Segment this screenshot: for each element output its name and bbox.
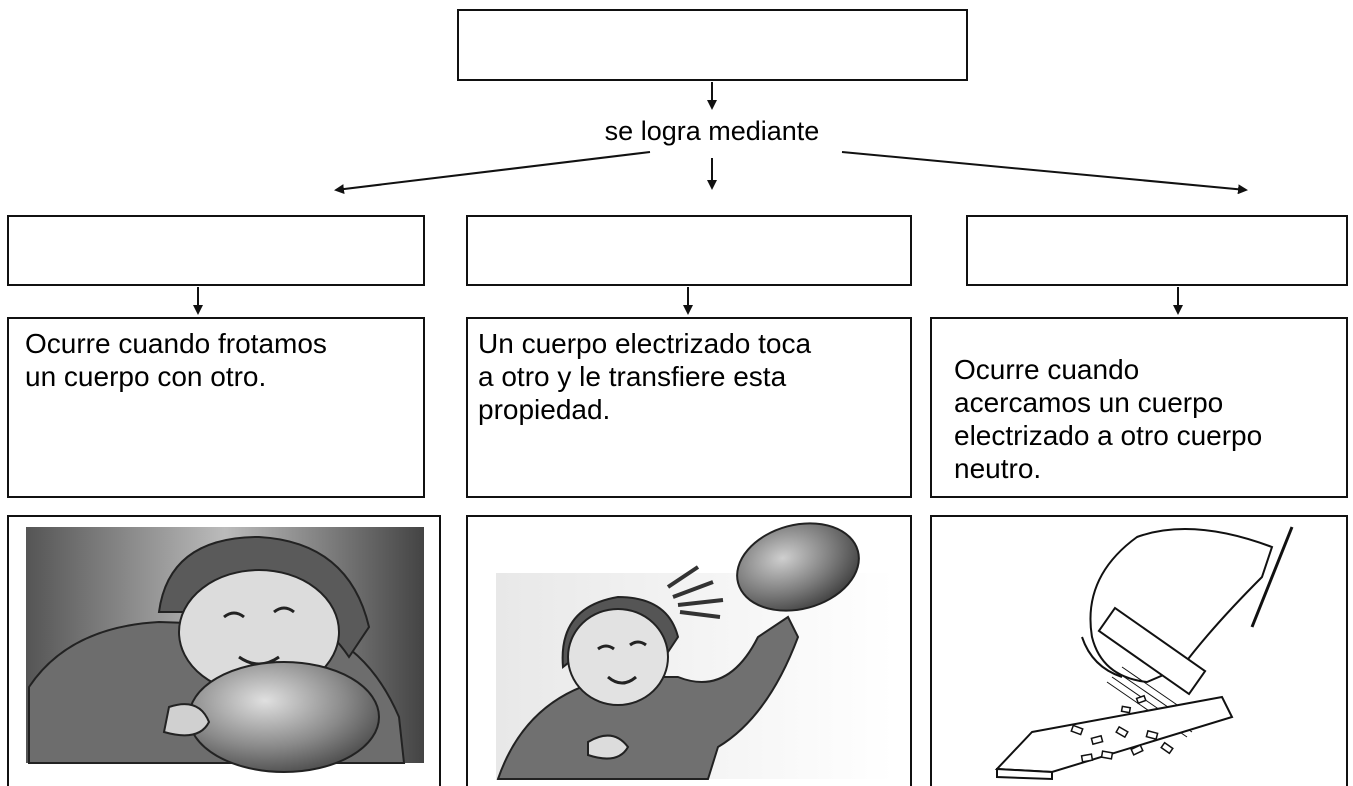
illustration-box-left xyxy=(7,515,441,786)
illustration-box-center xyxy=(466,515,912,786)
method-name-box-center[interactable] xyxy=(466,215,912,286)
arrow-to-left xyxy=(334,151,651,195)
hand-brush-paper-bits-icon xyxy=(994,526,1294,781)
method-name-box-right[interactable] xyxy=(966,215,1348,286)
connector-label: se logra mediante xyxy=(604,116,820,146)
concept-box-top[interactable] xyxy=(457,9,968,81)
method-name-box-left[interactable] xyxy=(7,215,425,286)
description-box-center: Un cuerpo electrizado toca a otro y le t… xyxy=(466,317,912,498)
description-box-right: Ocurre cuando acercamos un cuerpo electr… xyxy=(930,317,1348,498)
girl-rubbing-balloon-icon xyxy=(26,527,424,773)
description-box-left: Ocurre cuando frotamos un cuerpo con otr… xyxy=(7,317,425,498)
brush-icon xyxy=(1097,606,1207,738)
illustration-box-right xyxy=(930,515,1348,786)
girl-balloon-hair-raised-icon xyxy=(496,522,894,780)
arrow-to-right xyxy=(841,151,1248,195)
